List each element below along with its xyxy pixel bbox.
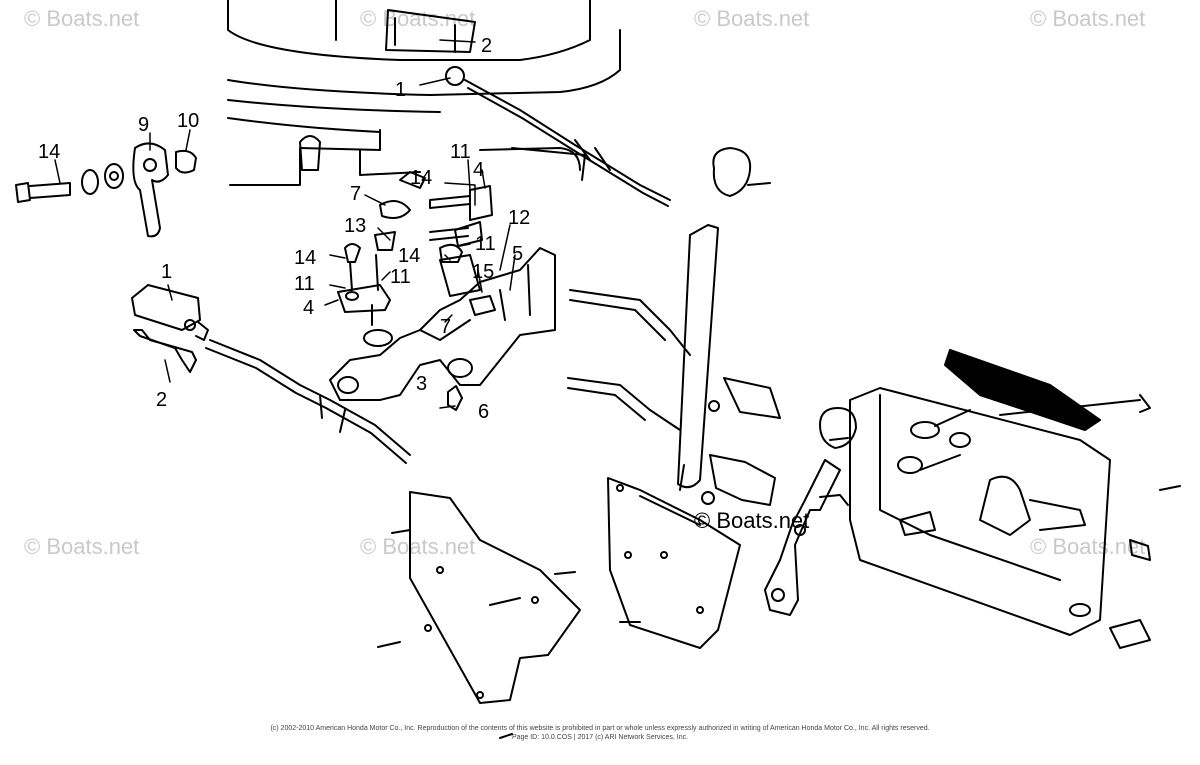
bolt-14-left	[15, 163, 124, 203]
callout-labels: 2 1 14 9 10 11 4 14 7 12 13 11 5 14 14 1…	[38, 35, 809, 533]
callout-1-top: 1	[395, 79, 406, 101]
bracket-2-mid	[133, 329, 197, 373]
watermark-bottom-center: © Boats.net	[360, 534, 476, 559]
shift-lever	[567, 224, 781, 506]
cover-plate-center	[607, 477, 741, 649]
callout-10: 10	[177, 110, 199, 132]
callout-1-mid: 1	[161, 261, 172, 283]
callout-6: 6	[478, 401, 489, 423]
callout-11-d: 11	[390, 266, 411, 288]
callout-3: 3	[416, 373, 427, 395]
cover-plate-left	[377, 491, 581, 739]
callout-14-left: 14	[38, 141, 60, 163]
callout-11-c: 11	[294, 273, 315, 295]
throttle-arm-9	[132, 142, 197, 238]
callout-15: 15	[472, 261, 494, 283]
callout-12: 12	[508, 207, 530, 229]
callout-11-a: 11	[450, 141, 471, 163]
watermark-top-left: © Boats.net	[24, 6, 140, 31]
callout-13: 13	[344, 215, 366, 237]
copyright-line-2: Page ID: 10.0.COS | 2017 (c) ARI Network…	[511, 734, 689, 741]
callout-14-d: 14	[398, 245, 420, 267]
watermark-top-right-a: © Boats.net	[694, 6, 810, 31]
callout-7-b: 7	[440, 316, 451, 338]
callout-4-a: 4	[473, 159, 484, 181]
shift-knob-upper	[712, 147, 771, 197]
watermark-top-right-b: © Boats.net	[1030, 6, 1146, 31]
watermark-bottom-left: © Boats.net	[24, 534, 140, 559]
engine-housing	[227, 0, 621, 186]
throttle-cable-upper	[385, 9, 671, 207]
callout-7-a: 7	[350, 183, 361, 205]
watermark-bottom-right: © Boats.net	[1030, 534, 1146, 559]
cable-end-1-mid	[131, 284, 209, 341]
throttle-cable-lower	[205, 339, 411, 464]
callout-5: 5	[512, 243, 523, 265]
callout-14-b: 14	[410, 167, 432, 189]
center-watermark: © Boats.net	[694, 508, 809, 533]
callout-2-mid: 2	[156, 389, 167, 411]
callout-4-b: 4	[303, 297, 314, 319]
callout-14-c: 14	[294, 247, 316, 269]
control-bracket-3	[329, 171, 556, 411]
remote-control-box	[849, 349, 1181, 649]
leader-lines	[54, 39, 516, 409]
callout-11-b: 11	[475, 233, 496, 255]
callout-2-top: 2	[481, 35, 492, 57]
linkage-arm	[764, 459, 849, 616]
copyright-line-1: (c) 2002-2010 American Honda Motor Co., …	[270, 725, 930, 732]
shift-knob-lower	[819, 407, 857, 449]
callout-9: 9	[138, 114, 149, 136]
